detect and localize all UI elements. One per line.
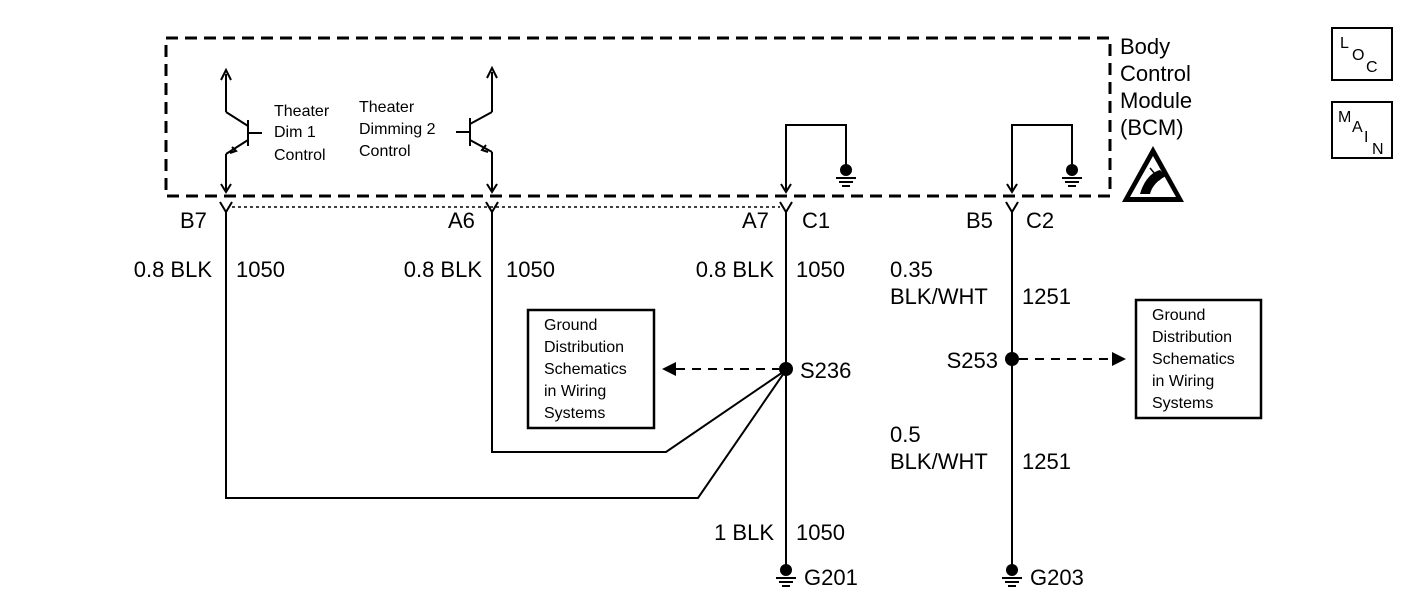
s253-ref-arrow-icon — [1112, 352, 1126, 366]
wire-g203-size-1: 0.5 — [890, 422, 921, 447]
transistor-dim1 — [220, 67, 262, 194]
main-letter-2: A — [1352, 119, 1363, 136]
pin-a7: A7 — [742, 208, 769, 233]
transistor-dim2-label: Theater Dimming 2 Control — [359, 99, 436, 160]
pin-a6: A6 — [448, 208, 475, 233]
bcm-label-line-2: Control — [1120, 61, 1191, 86]
ref-left-line-3: Schematics — [544, 361, 627, 378]
wire-a7-circuit: 1050 — [796, 257, 845, 282]
s236-ref-arrow-icon — [662, 362, 676, 376]
dim1-label-line-2: Dim 1 — [274, 124, 316, 141]
wire-a6-size: 0.8 BLK — [404, 257, 483, 282]
ground-g201-icon — [776, 564, 796, 587]
ground-g203-icon — [1002, 564, 1022, 587]
internal-ground-a7 — [780, 124, 856, 194]
wire-a7-size: 0.8 BLK — [696, 257, 775, 282]
ref-right-line-1: Ground — [1152, 307, 1205, 324]
internal-ground-b5 — [1006, 124, 1082, 194]
dim1-label-line-3: Control — [274, 147, 326, 164]
transistor-dim1-label: Theater Dim 1 Control — [274, 103, 330, 164]
wire-b5-circuit: 1251 — [1022, 284, 1071, 309]
pin-c2: C2 — [1026, 208, 1054, 233]
pin-b5: B5 — [966, 208, 993, 233]
ref-right-line-2: Distribution — [1152, 329, 1232, 346]
ref-left-line-4: in Wiring — [544, 383, 606, 400]
ground-g203-label: G203 — [1030, 565, 1084, 590]
wire-b7-size: 0.8 BLK — [134, 257, 213, 282]
main-letter-1: M — [1338, 109, 1351, 126]
splice-s253 — [1005, 352, 1019, 366]
loc-letter-2: O — [1352, 47, 1364, 64]
ref-left-line-1: Ground — [544, 317, 597, 334]
main-letter-4: N — [1372, 141, 1384, 158]
wire-b5-size-2: BLK/WHT — [890, 284, 988, 309]
ground-distribution-ref-right[interactable]: Ground Distribution Schematics in Wiring… — [1134, 298, 1263, 420]
ref-right-line-5: Systems — [1152, 395, 1213, 412]
splice-s236-label: S236 — [800, 358, 851, 383]
bcm-label-line-1: Body — [1120, 34, 1170, 59]
ref-right-line-3: Schematics — [1152, 351, 1235, 368]
dim2-label-line-2: Dimming 2 — [359, 121, 436, 138]
wire-g201-circuit: 1050 — [796, 520, 845, 545]
main-button[interactable]: M A I N — [1331, 101, 1393, 159]
wire-b7-circuit: 1050 — [236, 257, 285, 282]
transistor-dim2 — [456, 65, 498, 194]
ref-right-line-4: in Wiring — [1152, 373, 1214, 390]
bcm-label-line-4: (BCM) — [1120, 115, 1184, 140]
esd-warning-icon — [1122, 146, 1184, 202]
wire-g201-size: 1 BLK — [714, 520, 774, 545]
ref-left-line-5: Systems — [544, 405, 605, 422]
wire-a6 — [491, 212, 787, 453]
main-letter-3: I — [1364, 129, 1368, 146]
dim1-label-line-1: Theater — [274, 103, 330, 120]
ref-left-line-2: Distribution — [544, 339, 624, 356]
wire-g203-size-2: BLK/WHT — [890, 449, 988, 474]
pin-b7: B7 — [180, 208, 207, 233]
bcm-label: Body Control Module (BCM) — [1120, 34, 1192, 140]
bcm-label-line-3: Module — [1120, 88, 1192, 113]
loc-button[interactable]: L O C — [1331, 27, 1393, 81]
wire-b5-size-1: 0.35 — [890, 257, 933, 282]
wire-b7 — [225, 212, 787, 499]
splice-s236 — [779, 362, 793, 376]
dim2-label-line-3: Control — [359, 143, 411, 160]
ground-g201-label: G201 — [804, 565, 858, 590]
wire-g203-circuit: 1251 — [1022, 449, 1071, 474]
ground-distribution-ref-left[interactable]: Ground Distribution Schematics in Wiring… — [526, 308, 656, 430]
pin-c1: C1 — [802, 208, 830, 233]
wire-a6-circuit: 1050 — [506, 257, 555, 282]
splice-s253-label: S253 — [947, 348, 998, 373]
dim2-label-line-1: Theater — [359, 99, 415, 116]
loc-letter-1: L — [1340, 35, 1349, 52]
loc-letter-3: C — [1366, 59, 1378, 76]
